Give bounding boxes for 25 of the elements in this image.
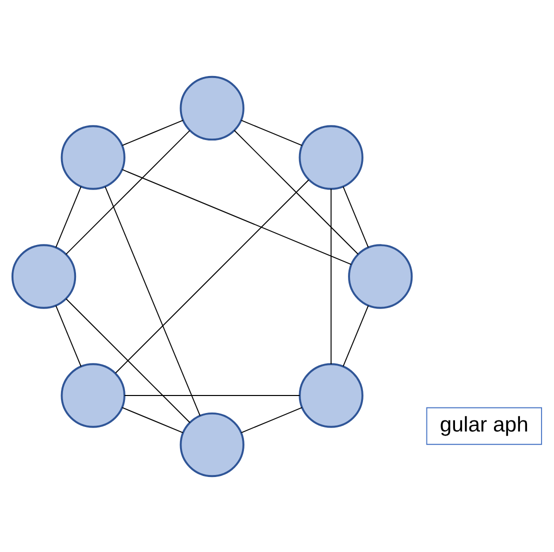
connector (55, 186, 82, 248)
node-circle (11, 244, 76, 308)
node-circle (348, 244, 413, 308)
connector (122, 406, 184, 433)
connector (240, 119, 302, 146)
connector (66, 130, 190, 254)
connector (342, 186, 369, 248)
node-circle (180, 412, 244, 477)
connector (104, 186, 200, 416)
node-circle (60, 362, 126, 428)
connector (240, 406, 302, 433)
connector (234, 129, 358, 254)
connector (124, 394, 300, 396)
connector (115, 178, 310, 373)
connector (122, 119, 184, 146)
connector (66, 298, 190, 423)
connector (55, 304, 82, 366)
node-circle (60, 124, 126, 190)
node-circle (298, 362, 364, 428)
connector (330, 188, 332, 364)
node-circle (180, 75, 244, 140)
connector (342, 304, 369, 366)
connector (122, 168, 352, 264)
node-circle (298, 124, 364, 190)
node-box: gular aph (426, 406, 542, 444)
